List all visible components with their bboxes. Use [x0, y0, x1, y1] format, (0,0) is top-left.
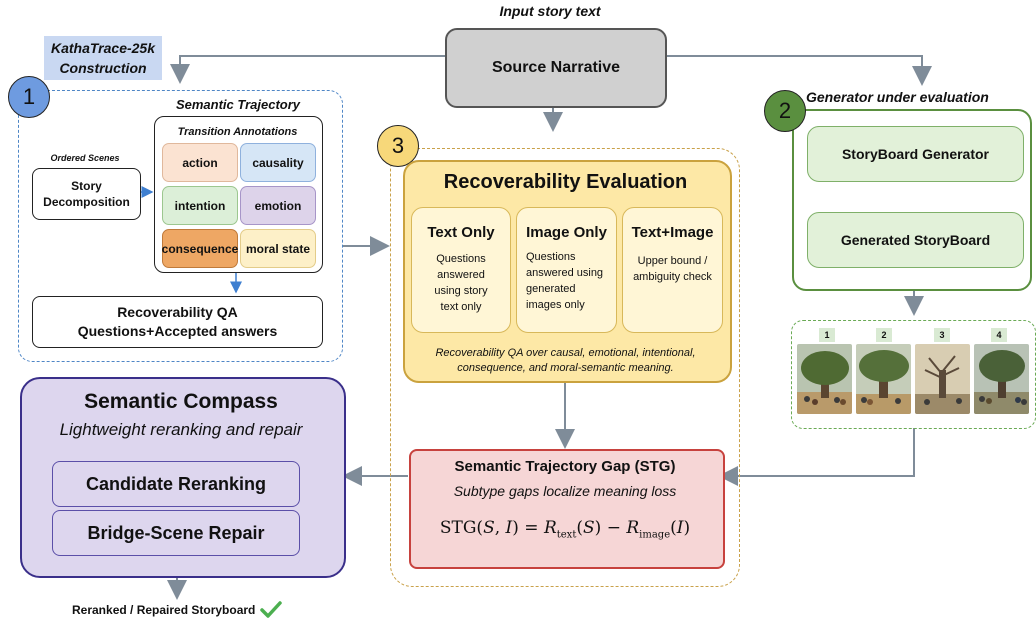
annotation-emotion: emotion [240, 186, 316, 225]
kathatrace-title: KathaTrace-25k Construction [44, 38, 162, 78]
recoverability-qa-line2: Questions+Accepted answers [77, 323, 278, 339]
input-label: Input story text [499, 3, 601, 19]
candidate-reranking-box: Candidate Reranking [52, 461, 300, 507]
generated-storyboard-box: Generated StoryBoard [807, 212, 1024, 268]
storyboard-frames: 1 2 3 4 [797, 328, 1031, 418]
recoverability-qa-line1: Recoverability QA [117, 304, 238, 320]
evaluation-outer-panel [390, 148, 740, 587]
card-text-image-line1: Upper bound / [637, 255, 708, 267]
annotation-intention: intention [162, 186, 238, 225]
semantic-trajectory-label: Semantic Trajectory [175, 97, 301, 112]
step-3-badge: 3 [377, 125, 419, 167]
stg-formula: STG(S, I) = Rtext(S) − Rimage(I) [439, 517, 691, 541]
storyboard-generator-box: StoryBoard Generator [807, 126, 1024, 182]
recoverability-evaluation-title: Recoverability Evaluation [443, 170, 688, 193]
annotation-moral-state: moral state [240, 229, 316, 268]
stg-box [409, 449, 725, 569]
card-image-only-body: Questions answered using generated image… [526, 249, 616, 313]
frame-4-label: 4 [991, 328, 1007, 342]
frame-2-label: 2 [876, 328, 892, 342]
recoverability-caption-line1: Recoverability QA over causal, emotional… [435, 347, 696, 359]
card-text-image-title: Text+Image [631, 224, 714, 241]
source-narrative-label: Source Narrative [491, 59, 621, 76]
card-image-only-line1: Questions [526, 251, 576, 263]
stg-subtitle: Subtype gaps localize meaning loss [453, 483, 677, 499]
generator-under-evaluation-label: Generator under evaluation [806, 89, 989, 105]
arrow-source-to-generator [665, 55, 932, 86]
kathatrace-label [44, 36, 162, 80]
card-text-only-body: Questions answered using story text only [412, 251, 510, 315]
step-2-number: 2 [778, 98, 792, 123]
card-text-image: Text+Image Upper bound / ambiguity check [622, 207, 723, 333]
card-text-only: Text Only Questions answered using story… [411, 207, 511, 333]
step-1-badge: 1 [8, 76, 50, 118]
semantic-compass-subtitle: Lightweight reranking and repair [59, 420, 303, 439]
source-narrative-box: Source Narrative [445, 28, 667, 108]
step-2-badge: 2 [764, 90, 806, 132]
card-image-only-line2: answered using [526, 267, 604, 279]
recoverability-qa-box: Recoverability QA Questions+Accepted ans… [32, 296, 323, 348]
semantic-compass-title: Semantic Compass [84, 390, 278, 413]
construction-panel [18, 90, 343, 362]
card-image-only-title: Image Only [526, 224, 607, 241]
recoverability-caption-line2: consequence, and moral-semantic meaning. [457, 362, 674, 374]
annotation-consequence: consequence [162, 229, 238, 268]
story-decomposition-box: Story Decomposition [32, 168, 141, 220]
output-label-row: Reranked / Repaired Storyboard [72, 600, 342, 620]
frame-1-label: 1 [819, 328, 835, 342]
transition-annotations-label: Transition Annotations [177, 126, 298, 138]
bridge-scene-repair-box: Bridge-Scene Repair [52, 510, 300, 556]
storyboard-frame-4 [974, 344, 1029, 414]
storyboard-frame-3 [915, 344, 970, 414]
step-3-number: 3 [391, 133, 405, 158]
kathatrace-line2: Construction [59, 60, 147, 76]
story-decomposition-line2: Decomposition [43, 195, 130, 209]
card-image-only: Image Only Questions answered using gene… [516, 207, 617, 333]
annotation-action: action [162, 143, 238, 182]
arrow-source-to-construction [170, 55, 445, 84]
card-text-only-line1: Questions [436, 253, 486, 265]
card-text-image-body: Upper bound / ambiguity check [623, 253, 722, 285]
card-text-only-line3: using story [434, 285, 488, 297]
storyboard-frame-2 [856, 344, 911, 414]
storyboard-frame-1 [797, 344, 852, 414]
frame-3-label: 3 [934, 328, 950, 342]
ordered-scenes-label: Ordered Scenes [50, 153, 120, 163]
recoverability-caption: Recoverability QA over causal, emotional… [403, 346, 728, 376]
checkmark-icon [260, 601, 283, 618]
output-label: Reranked / Repaired Storyboard [72, 603, 256, 617]
step-1-number: 1 [22, 84, 36, 109]
card-text-only-line4: text only [440, 301, 482, 313]
arrow-frames-to-stg [718, 428, 915, 486]
card-image-only-line3: generated [526, 283, 576, 295]
card-text-only-title: Text Only [427, 224, 495, 241]
stg-title: Semantic Trajectory Gap (STG) [454, 457, 676, 475]
card-text-image-line2: ambiguity check [633, 271, 712, 283]
story-decomposition-line1: Story [71, 179, 102, 193]
card-text-only-line2: answered [437, 269, 485, 281]
card-image-only-line4: images only [526, 299, 585, 311]
kathatrace-line1: KathaTrace-25k [50, 40, 156, 56]
annotation-causality: causality [240, 143, 316, 182]
